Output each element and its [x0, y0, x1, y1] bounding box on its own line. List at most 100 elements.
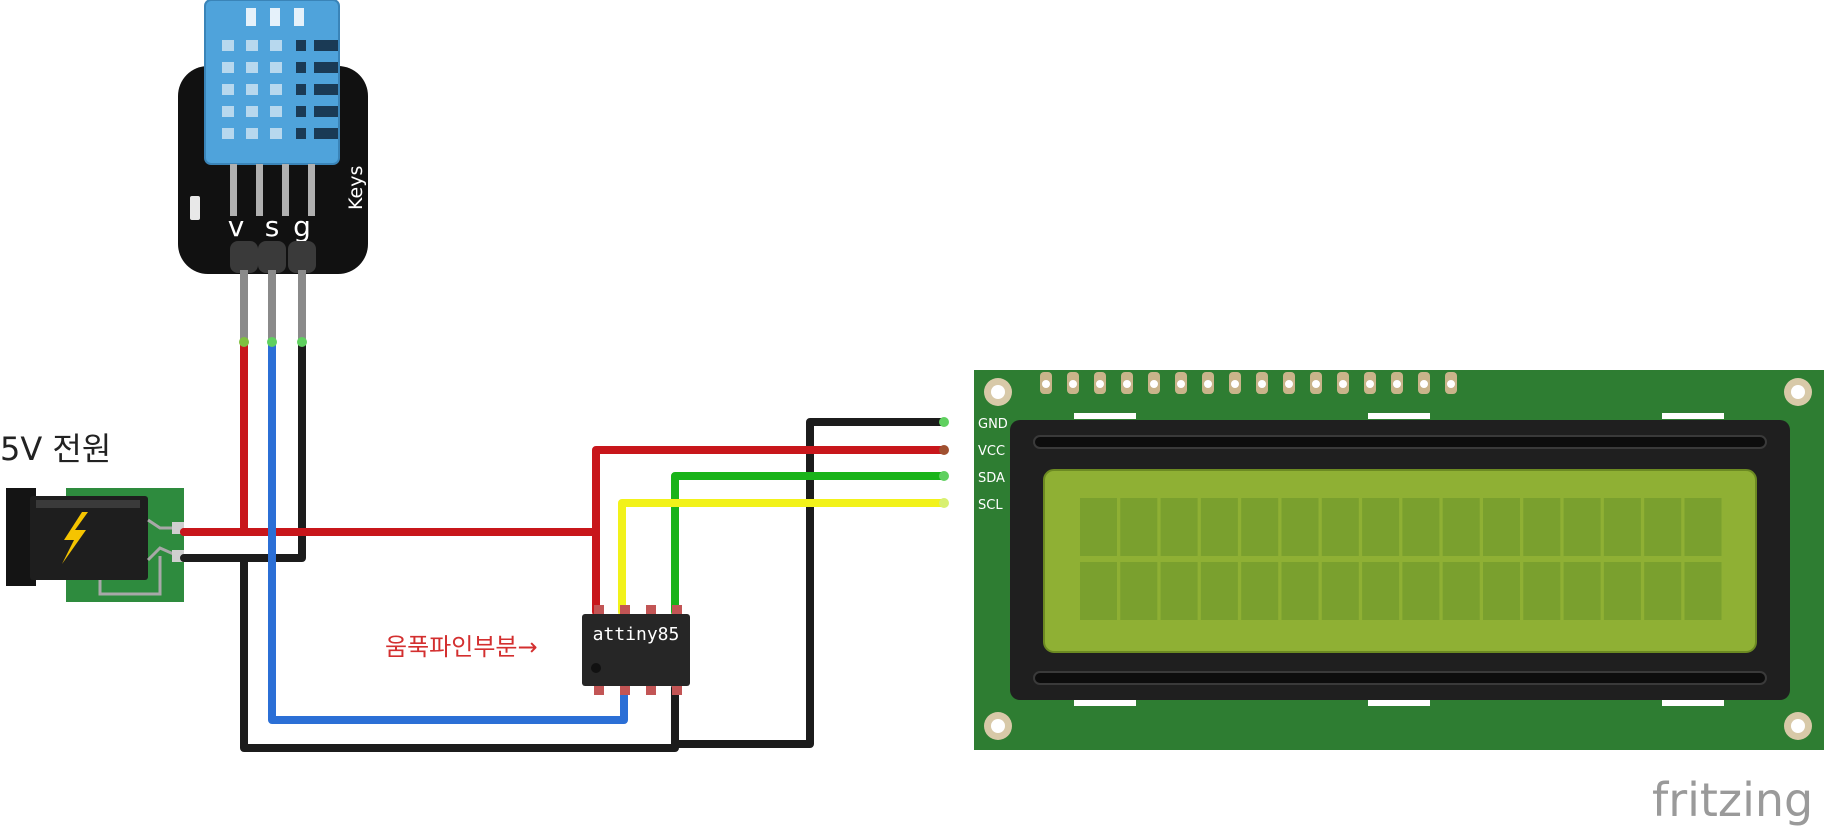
chip-pin — [620, 683, 630, 695]
grille-top-slot — [270, 8, 280, 26]
resistor-component — [190, 196, 200, 220]
grille-slot — [314, 128, 338, 139]
lcd-frame-groove — [1033, 435, 1767, 449]
chip-label: attiny85 — [593, 624, 680, 645]
bezel-tab — [1368, 413, 1430, 419]
sensor-pin-v-label: v — [228, 210, 245, 243]
grille-slot — [222, 84, 234, 95]
lcd-header-pin-hole — [1123, 380, 1131, 388]
lcd-cell — [1321, 498, 1359, 556]
lcd-cell — [1442, 562, 1480, 620]
jack-highlight — [36, 500, 140, 508]
grille-slot — [314, 40, 338, 51]
lcd-cell — [1644, 562, 1682, 620]
grille-slot — [314, 84, 338, 95]
lcd-cell — [1120, 498, 1158, 556]
grille-slot — [296, 128, 306, 139]
sensor-grille — [222, 8, 338, 139]
grille-slot — [296, 84, 306, 95]
chip-body — [582, 614, 690, 686]
wire-gnd-sensor — [180, 338, 306, 562]
lcd-cell — [1402, 562, 1440, 620]
bezel-tab — [1074, 700, 1136, 706]
grille-slot — [270, 84, 282, 95]
lcd-cell — [1684, 498, 1722, 556]
lcd-cell — [1120, 562, 1158, 620]
mount-hole-center — [991, 719, 1005, 733]
chip-pin — [594, 605, 604, 617]
grille-slot — [222, 40, 234, 51]
lcd-cell — [1200, 562, 1238, 620]
grille-slot — [296, 106, 306, 117]
lcd-header-pin-hole — [1420, 380, 1428, 388]
wire-endpoint — [939, 498, 949, 508]
lcd-cell — [1603, 562, 1641, 620]
chip-pin — [620, 605, 630, 617]
mount-hole-center — [991, 385, 1005, 399]
sensor-pad-v — [230, 241, 258, 273]
wire-endpoint — [267, 337, 277, 347]
grille-slot — [222, 106, 234, 117]
grille-slot — [246, 106, 258, 117]
grille-slot — [222, 62, 234, 73]
wire-endpoint — [939, 417, 949, 427]
grille-slot — [246, 128, 258, 139]
lcd-pin-scl-label: SCL — [978, 498, 1003, 513]
lcd-header-pin-hole — [1096, 380, 1104, 388]
lcd-header-pin-hole — [1258, 380, 1266, 388]
lcd-cell — [1644, 498, 1682, 556]
lcd-cell — [1200, 498, 1238, 556]
lcd-cell — [1442, 498, 1480, 556]
chip-pin — [646, 683, 656, 695]
grille-top-slot — [246, 8, 256, 26]
sensor-brand-label: Keys — [345, 166, 367, 210]
sensor-leg — [308, 164, 315, 216]
bezel-tab — [1368, 700, 1430, 706]
dht-sensor-module: Keys v s g — [178, 0, 368, 342]
lcd-cell — [1281, 498, 1319, 556]
lcd-header-pin-hole — [1312, 380, 1320, 388]
lcd-header-pin-hole — [1042, 380, 1050, 388]
grille-top-slot — [294, 8, 304, 26]
lcd-header-pin-hole — [1393, 380, 1401, 388]
sensor-leg — [230, 164, 237, 216]
lcd-cell — [1080, 562, 1117, 620]
lcd-cell — [1241, 562, 1279, 620]
lcd-header-pin-hole — [1150, 380, 1158, 388]
grille-slot — [314, 106, 338, 117]
lcd-cell — [1523, 562, 1561, 620]
wire-endpoint — [239, 337, 249, 347]
lcd-cell — [1160, 562, 1198, 620]
lcd-cell — [1603, 498, 1641, 556]
sensor-pin-g — [298, 270, 306, 342]
sensor-pin-g-label: g — [293, 210, 311, 243]
sensor-leg — [256, 164, 263, 216]
wire-vcc-lcd — [592, 446, 948, 616]
lcd-header-pin-hole — [1447, 380, 1455, 388]
lcd-cell — [1563, 562, 1601, 620]
attiny85-chip: attiny85 움푹파인부분→ — [385, 605, 690, 695]
sensor-pin-s — [268, 270, 276, 342]
sensor-pad-s — [258, 241, 286, 273]
grille-slot — [246, 62, 258, 73]
sensor-pad-g — [288, 241, 316, 273]
wire-endpoint — [939, 445, 949, 455]
power-jack: 5V 전원 — [0, 430, 184, 602]
wire-scl — [618, 499, 948, 616]
lcd-cell — [1362, 562, 1400, 620]
wire-vcc-sensor — [180, 338, 248, 536]
lcd-cell — [1362, 498, 1400, 556]
sensor-leg — [282, 164, 289, 216]
lcd-cell — [1402, 498, 1440, 556]
power-label: 5V 전원 — [0, 430, 111, 468]
chip-notch-note: 움푹파인부분→ — [385, 633, 538, 661]
chip-pin — [594, 683, 604, 695]
lcd-cell — [1563, 498, 1601, 556]
lcd-pin-vcc-label: VCC — [978, 444, 1005, 459]
lcd-cell — [1684, 562, 1722, 620]
lcd-header-pin-hole — [1231, 380, 1239, 388]
grille-slot — [270, 40, 282, 51]
chip-pin — [672, 683, 682, 695]
